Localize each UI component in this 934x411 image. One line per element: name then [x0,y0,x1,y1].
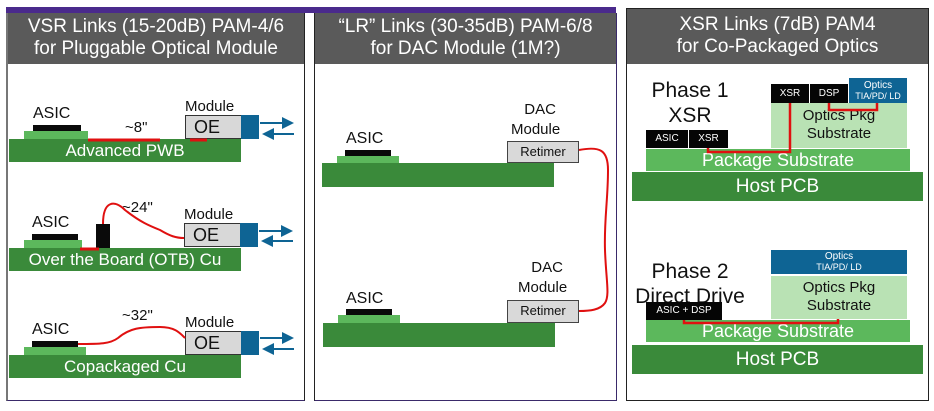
asic-package [24,131,88,139]
xsr-label: XSR [779,88,801,99]
board-label: Advanced PWB [65,141,185,160]
asic-label: ASIC [33,105,71,122]
dac-label: DAC [531,259,563,276]
optics-pkg-substrate: Optics Pkg Substrate [771,103,907,148]
optics-pkg-line1: Optics Pkg [802,107,876,124]
optics-line2: TIA/PD/ LD [816,262,862,272]
package-substrate: Package Substrate [646,149,910,171]
asic-chip [346,309,392,315]
oe-module: OE [185,115,242,139]
panel-header: “LR” Links (30-35dB) PAM-6/8 for DAC Mod… [315,13,616,64]
asic-label: ASIC [32,214,70,231]
board-label: Copackaged Cu [64,357,186,376]
phase1-title-line1: Phase 1 [651,79,729,102]
header-line-2: for Co-Packaged Optics [676,36,879,57]
module-label: Module [185,314,235,331]
dac-module-label: DAC Module [511,100,560,140]
module-label: Module [511,121,561,138]
header-line-1: XSR Links (7dB) PAM4 [679,14,876,35]
asic-chip [32,234,78,240]
trace-length-label: ~24" [122,199,153,216]
module-label: Module [518,279,568,296]
phase1-title-line2: XSR [668,104,712,127]
panel-header: XSR Links (7dB) PAM4 for Co-Packaged Opt… [627,9,928,64]
accent-bar [6,7,616,13]
oe-module: OE [185,331,242,355]
package-substrate-label: Package Substrate [701,150,855,170]
board-copackaged-cu: Copackaged Cu [9,355,241,378]
optics-pkg-line1: Optics Pkg [802,279,876,296]
optics-pkg-line2: Substrate [806,125,872,142]
asic-package [337,156,399,163]
xsr-block-left: XSR [689,130,728,148]
package-substrate-label: Package Substrate [701,321,855,341]
host-pcb: Host PCB [632,345,923,374]
dac-module-label: DAC Module [518,258,567,298]
dac-label: DAC [524,101,556,118]
header-line-2: for Pluggable Optical Module [34,38,278,59]
host-pcb-label: Host PCB [735,349,820,370]
optics-block: Optics TIA/PD/ LD [849,78,907,103]
dsp-block: DSP [810,84,848,103]
host-pcb-label: Host PCB [735,176,820,197]
asic-package [338,315,400,323]
optics-pkg-substrate: Optics Pkg Substrate [771,276,907,319]
retimer-label: Retimer [520,303,566,318]
board-otb-cu: Over the Board (OTB) Cu [9,248,241,271]
asic-chip [32,341,78,347]
oe-label: OE [194,117,221,137]
oe-module: OE [184,223,241,247]
module-connector [241,331,259,355]
host-board [322,163,554,187]
oe-label: OE [193,225,220,245]
phase2-title-line1: Phase 2 [651,260,729,283]
asic-label: ASIC [32,321,70,338]
asic-chip [33,125,81,131]
module-label: Module [184,206,234,223]
xsr-label: XSR [698,133,719,144]
asic-dsp-label: ASIC + DSP [656,305,712,316]
optics-block: Optics TIA/PD/ LD [771,250,907,274]
module-connector [241,115,259,139]
phase1-title: Phase 1 XSR [650,78,730,128]
panel-header: VSR Links (15-20dB) PAM-4/6 for Pluggabl… [8,13,304,64]
module-label: Module [185,98,235,115]
trace-length-label: ~8" [125,119,148,136]
panel-xsr-links: XSR Links (7dB) PAM4 for Co-Packaged Opt… [626,8,929,401]
retimer-box: Retimer [507,300,579,323]
asic-dsp-block: ASIC + DSP [646,302,722,320]
board-advanced-pwb: Advanced PWB [9,139,241,162]
optics-pkg-line2: Substrate [806,297,872,314]
asic-block: ASIC [646,130,688,148]
header-line-1: VSR Links (15-20dB) PAM-4/6 [27,16,285,37]
module-connector [240,223,258,247]
optics-line1: Optics [863,80,893,91]
board-label: Over the Board (OTB) Cu [28,250,222,269]
optics-line2: TIA/PD/ LD [855,91,901,101]
optics-line1: Optics [824,251,854,262]
otb-connector [96,224,110,248]
asic-label: ASIC [655,133,679,144]
asic-package [24,347,86,355]
dsp-label: DSP [818,88,840,99]
asic-chip [345,150,391,156]
oe-label: OE [194,333,221,353]
host-board [323,323,555,347]
host-pcb: Host PCB [632,172,923,201]
header-line-1: “LR” Links (30-35dB) PAM-6/8 [338,16,593,37]
xsr-block-right: XSR [771,84,809,103]
asic-label: ASIC [346,290,384,307]
trace-length-label: ~32" [122,307,153,324]
package-substrate: Package Substrate [646,320,910,342]
retimer-label: Retimer [520,144,566,159]
asic-package [24,240,82,248]
asic-label: ASIC [346,130,384,147]
retimer-box: Retimer [507,141,579,163]
header-line-2: for DAC Module (1M?) [370,38,561,59]
